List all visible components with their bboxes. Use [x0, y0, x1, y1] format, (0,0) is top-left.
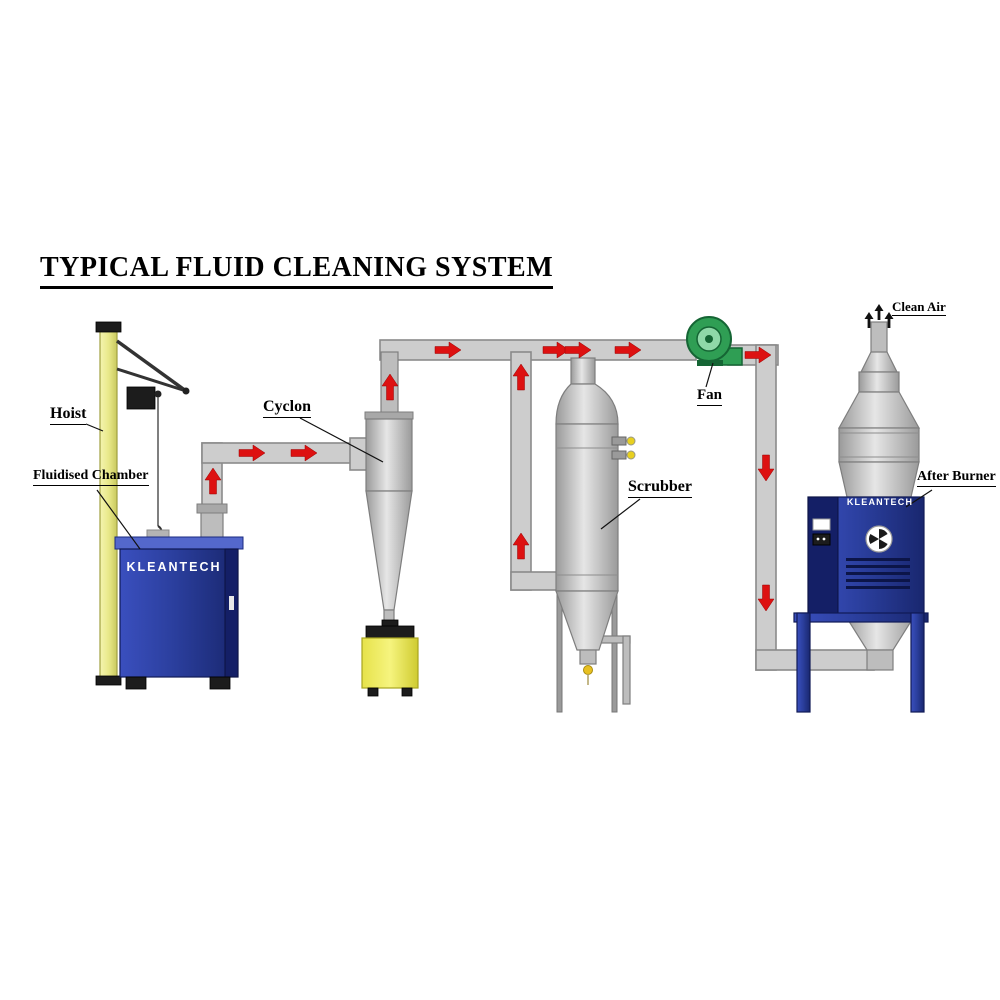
duct-scrubber-bottom-connection	[510, 571, 561, 591]
label-clean-air: Clean Air	[892, 299, 946, 316]
scrubber-outlet-stub	[579, 649, 597, 665]
bin-body	[361, 637, 419, 689]
afterburner-clean-air-pipe	[870, 321, 888, 355]
chamber-foot-left	[125, 676, 147, 690]
afterburner-taper	[838, 461, 920, 498]
afterburner-brand-text: KLEANTECH	[846, 497, 914, 507]
hoist-jib-arm	[115, 339, 188, 393]
scrubber-nozzle-1	[611, 436, 627, 446]
clean-air-arrow	[874, 304, 884, 320]
afterburner-upper-cylinder	[858, 371, 900, 393]
diagram-title: TYPICAL FLUID CLEANING SYSTEM	[40, 252, 554, 289]
scrubber-top-stub	[570, 357, 596, 385]
cyclone-cone	[365, 490, 413, 611]
cyclone-body	[365, 418, 413, 492]
collection-bin	[361, 619, 419, 697]
afterburner-display	[812, 518, 831, 531]
afterburner-keypad-dot-2	[822, 537, 826, 541]
bin-lid	[365, 625, 415, 639]
afterburner-keypad	[812, 533, 831, 546]
label-fluidised-chamber: Fluidised Chamber	[33, 468, 149, 486]
label-fan: Fan	[697, 387, 723, 406]
afterburner-viewport	[865, 525, 893, 553]
duct-to-afterburner	[755, 649, 875, 671]
scrubber-nozzle-1-tip	[626, 436, 636, 446]
chamber-brand-text: KLEANTECH	[126, 560, 222, 574]
fan	[686, 316, 743, 366]
afterburner-leg-right	[910, 612, 925, 713]
afterburner-grille	[846, 558, 910, 589]
leader-hoist	[85, 423, 104, 432]
hoist-column-base	[95, 675, 122, 686]
fluidised-chamber	[114, 503, 244, 690]
chamber-foot-right	[209, 676, 231, 690]
label-after-burner: After Burner	[917, 469, 996, 487]
fan-base	[697, 360, 723, 366]
flow-arrow-layer	[204, 304, 894, 612]
hoist-motor	[126, 386, 156, 410]
hoist-trolley-pulley	[154, 390, 162, 398]
scrubber-drain-valve	[583, 665, 593, 675]
chamber-door-handle	[229, 596, 234, 610]
bin-foot-right	[401, 687, 413, 697]
afterburner-cone	[837, 391, 921, 429]
leader-fluidised-chamber	[96, 489, 141, 550]
bin-foot-left	[367, 687, 379, 697]
fan-hub	[705, 335, 713, 343]
hoist-column-cap	[95, 321, 122, 333]
duct-downcomer	[755, 344, 777, 671]
chamber-side-panel	[224, 548, 239, 678]
afterburner-control-strip	[807, 496, 839, 616]
scrubber-nozzle-2-tip	[626, 450, 636, 460]
afterburner-keypad-dot-1	[816, 537, 820, 541]
cyclone-top-cap	[364, 411, 414, 420]
leader-scrubber	[600, 498, 641, 530]
label-cyclon: Cyclon	[263, 398, 311, 418]
scrubber-drain-vertical	[622, 635, 631, 705]
duct-chamber-to-cyclone	[201, 442, 353, 464]
hoist-jib-brace	[116, 367, 187, 393]
leader-lines	[85, 362, 933, 550]
chamber-chimney-flange	[196, 503, 228, 514]
afterburner-frame-beam	[793, 612, 929, 623]
afterburner-top-funnel	[860, 351, 898, 373]
chamber-body	[119, 548, 239, 678]
hoist-pulley	[182, 387, 190, 395]
scrubber-dome	[555, 383, 619, 425]
chamber-top	[114, 536, 244, 550]
afterburner-band-cylinder	[838, 427, 920, 463]
afterburner-leg-left	[796, 612, 811, 713]
ductwork	[201, 339, 875, 671]
scrubber-cone	[555, 590, 619, 651]
afterburner-hopper-stub	[866, 649, 894, 671]
leader-after-burner	[905, 489, 933, 508]
scrubber-body	[555, 423, 619, 592]
scrubber	[555, 357, 636, 713]
duct-overhead	[379, 339, 697, 361]
scrubber-leg-left	[556, 590, 563, 713]
leader-cyclon	[299, 417, 384, 463]
label-hoist: Hoist	[50, 405, 87, 425]
after-burner	[793, 321, 929, 713]
label-scrubber: Scrubber	[628, 478, 692, 498]
scrubber-nozzle-2	[611, 450, 627, 460]
leader-fan	[705, 362, 714, 388]
chamber-chimney	[200, 510, 224, 540]
